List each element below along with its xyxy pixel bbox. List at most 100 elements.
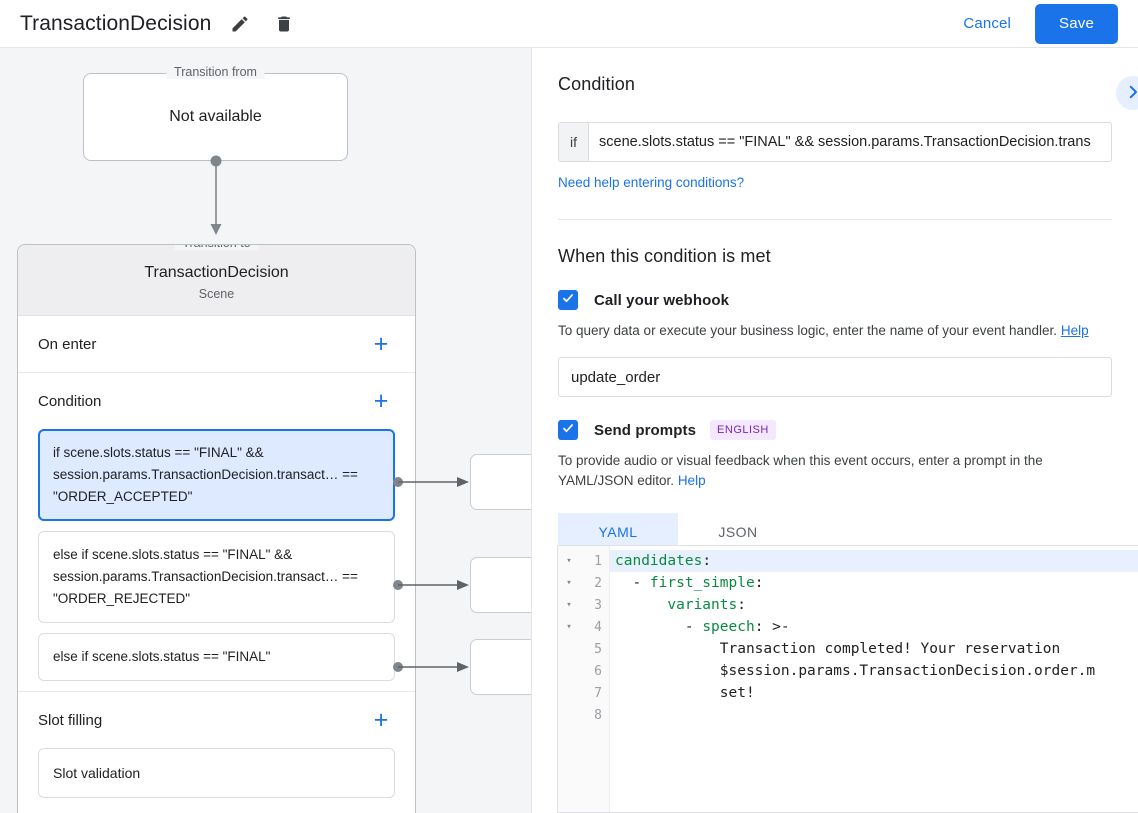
line-number: 3 [594, 597, 602, 613]
when-condition-met-section: When this condition is met Call your web… [532, 220, 1138, 551]
section-title-condition: Condition [38, 392, 102, 410]
yaml-key: first_simple [649, 575, 755, 591]
transition-target-box-2[interactable] [470, 639, 531, 695]
line-number: 2 [594, 575, 602, 591]
add-slot-filling-button[interactable]: + [367, 706, 395, 734]
code-indent [615, 597, 667, 613]
page-title: TransactionDecision [20, 11, 212, 35]
gutter-row: ▾2 [558, 572, 609, 594]
gutter-row: 7 [558, 682, 609, 704]
top-bar: TransactionDecision Cancel Save [0, 0, 1138, 48]
webhook-checkbox-row[interactable]: Call your webhook [558, 290, 1112, 310]
code-line[interactable] [610, 704, 1138, 726]
transition-target-box-0[interactable] [470, 454, 531, 510]
prompts-description: To provide audio or visual feedback when… [558, 451, 1112, 491]
condition-help-link[interactable]: Need help entering conditions? [558, 175, 745, 190]
prompts-checkbox[interactable] [558, 420, 578, 440]
code-indent: - [615, 575, 650, 591]
line-number: 4 [594, 619, 602, 635]
when-condition-met-title: When this condition is met [558, 246, 771, 266]
scene-name: TransactionDecision [144, 264, 289, 281]
condition-item-2[interactable]: else if scene.slots.status == "FINAL" [38, 633, 395, 681]
gutter-row: ▾3 [558, 594, 609, 616]
fold-triangle-icon[interactable]: ▾ [566, 578, 572, 588]
gutter-row: ▾1 [558, 550, 609, 572]
condition-section: Condition if Need help entering conditio… [532, 48, 1138, 220]
line-number: 6 [594, 663, 602, 679]
add-condition-button[interactable]: + [367, 387, 395, 415]
transition-connector [210, 155, 222, 235]
yaml-key: variants [667, 597, 738, 613]
code-indent: - [615, 619, 703, 635]
transition-target-box-1[interactable] [470, 557, 531, 613]
code-line[interactable]: - speech: >- [610, 616, 1138, 638]
code-line[interactable]: candidates: [610, 550, 1138, 572]
section-slot-filling: Slot filling + Slot validation [18, 691, 415, 798]
code-text: : [754, 575, 764, 591]
tab-yaml[interactable]: YAML [558, 513, 678, 551]
code-text: $session.params.TransactionDecision.orde… [615, 663, 1096, 679]
section-header-slot-filling: Slot filling + [38, 692, 395, 748]
gutter-row: 8 [558, 704, 609, 726]
webhook-help-link[interactable]: Help [1060, 323, 1089, 338]
section-title-slot-filling: Slot filling [38, 711, 103, 729]
webhook-label: Call your webhook [594, 291, 730, 309]
editor-code-area[interactable]: candidates: - first_simple: variants: - … [610, 546, 1138, 812]
yaml-key: candidates [615, 553, 703, 569]
prompts-checkbox-row[interactable]: Send prompts ENGLISH [558, 420, 1112, 440]
condition-input-row[interactable]: if [558, 122, 1112, 162]
flow-canvas[interactable]: Transition from Not available Transition… [0, 48, 531, 813]
transition-from-value: Not available [169, 108, 262, 125]
code-text: : >- [754, 619, 790, 635]
tab-json[interactable]: JSON [678, 513, 798, 551]
prompts-description-text: To provide audio or visual feedback when… [558, 453, 1043, 488]
transition-from-legend: Transition from [166, 65, 265, 79]
condition-item-0[interactable]: if scene.slots.status == "FINAL" && sess… [38, 429, 395, 521]
add-on-enter-button[interactable]: + [367, 330, 395, 358]
delete-button[interactable] [269, 9, 299, 39]
section-header-on-enter: On enter + [38, 316, 395, 372]
code-line[interactable]: set! [610, 682, 1138, 704]
code-line[interactable]: Transaction completed! Your reservation [610, 638, 1138, 660]
transition-from-card: Transition from Not available [83, 65, 348, 161]
panel-divider [558, 219, 1112, 220]
language-badge: ENGLISH [710, 420, 776, 440]
fold-triangle-icon[interactable]: ▾ [566, 600, 572, 610]
code-text: : [737, 597, 746, 613]
line-number: 5 [594, 641, 602, 657]
fold-triangle-icon[interactable]: ▾ [566, 622, 572, 632]
gutter-row: 5 [558, 638, 609, 660]
gutter-row: ▾4 [558, 616, 609, 638]
cancel-button[interactable]: Cancel [949, 7, 1025, 40]
webhook-description: To query data or execute your business l… [558, 321, 1112, 341]
chevron-right-icon [1124, 83, 1138, 104]
section-on-enter: On enter + [18, 316, 415, 372]
section-title-on-enter: On enter [38, 335, 97, 353]
check-icon [561, 291, 575, 310]
line-number: 8 [594, 707, 602, 723]
scene-card: Transition to TransactionDecision Scene … [17, 244, 416, 813]
fold-triangle-icon[interactable]: ▾ [566, 556, 572, 566]
webhook-checkbox[interactable] [558, 290, 578, 310]
edit-name-button[interactable] [225, 9, 255, 39]
save-button[interactable]: Save [1035, 3, 1118, 44]
condition-item-1[interactable]: else if scene.slots.status == "FINAL" &&… [38, 531, 395, 623]
code-line[interactable]: variants: [610, 594, 1138, 616]
gutter-row: 6 [558, 660, 609, 682]
webhook-handler-input[interactable] [558, 357, 1112, 397]
prompts-help-link[interactable]: Help [677, 473, 706, 488]
code-line[interactable]: - first_simple: [610, 572, 1138, 594]
scene-header[interactable]: TransactionDecision Scene [18, 245, 415, 316]
section-header-condition: Condition + [38, 373, 395, 429]
collapse-panel-button[interactable] [1116, 76, 1138, 110]
slot-validation-item[interactable]: Slot validation [38, 748, 395, 798]
trash-icon [274, 14, 294, 34]
condition-input[interactable] [589, 123, 1111, 161]
section-condition: Condition + if scene.slots.status == "FI… [18, 372, 415, 681]
line-number: 7 [594, 685, 602, 701]
code-text: Transaction completed! Your reservation [615, 641, 1061, 657]
code-line[interactable]: $session.params.TransactionDecision.orde… [610, 660, 1138, 682]
